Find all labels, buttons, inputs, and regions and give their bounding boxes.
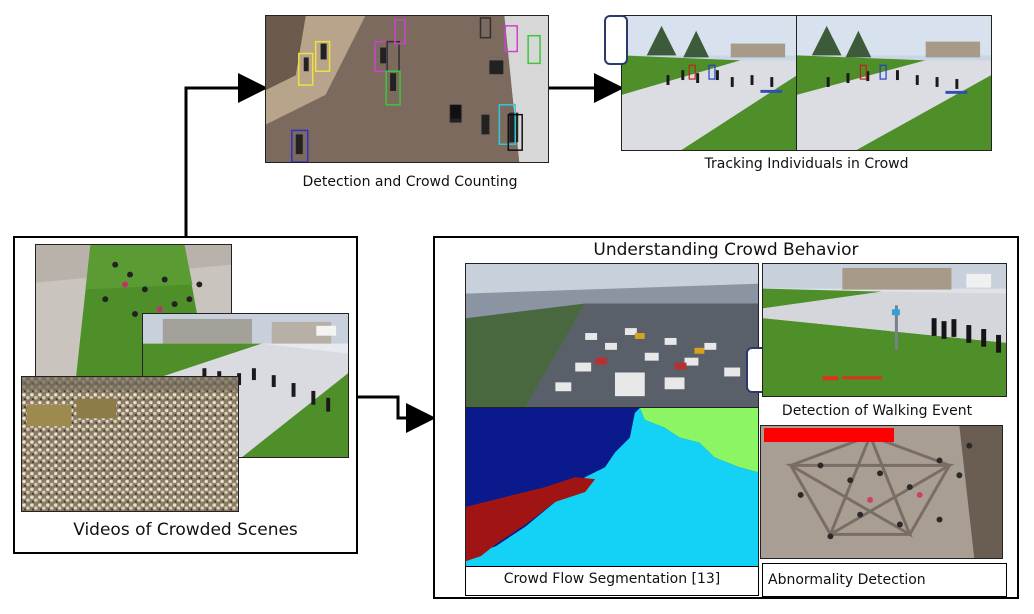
- tracking-photo-left: [621, 15, 798, 151]
- input-panel-caption: Videos of Crowded Scenes: [73, 520, 298, 540]
- abnormality-alert-bar: [764, 428, 894, 442]
- abnormality-photo: [760, 425, 1003, 559]
- tracking-frame-marker: [604, 15, 628, 65]
- flow-segmentation-map: [465, 407, 759, 567]
- flow-caption-box: [465, 566, 759, 596]
- walking-caption: Detection of Walking Event: [781, 403, 973, 419]
- input-photo-campus: [142, 313, 349, 458]
- tracking-photo-right: [796, 15, 992, 151]
- behavior-title: Understanding Crowd Behavior: [593, 240, 859, 260]
- input-photo-dense-crowd: [21, 376, 239, 512]
- tracking-caption: Tracking Individuals in Crowd: [704, 156, 909, 172]
- abnormality-caption: Abnormality Detection: [768, 572, 926, 588]
- arrow-input-to-behavior: [358, 395, 436, 433]
- arrow-input-to-detection: [184, 73, 268, 236]
- walking-event-photo: [762, 263, 1007, 397]
- detection-photo: [265, 15, 549, 163]
- detection-caption: Detection and Crowd Counting: [302, 174, 518, 190]
- flow-caption: Crowd Flow Segmentation [13]: [503, 571, 721, 587]
- abnormality-caption-box: [762, 563, 1007, 597]
- flow-highway-photo: [465, 263, 759, 408]
